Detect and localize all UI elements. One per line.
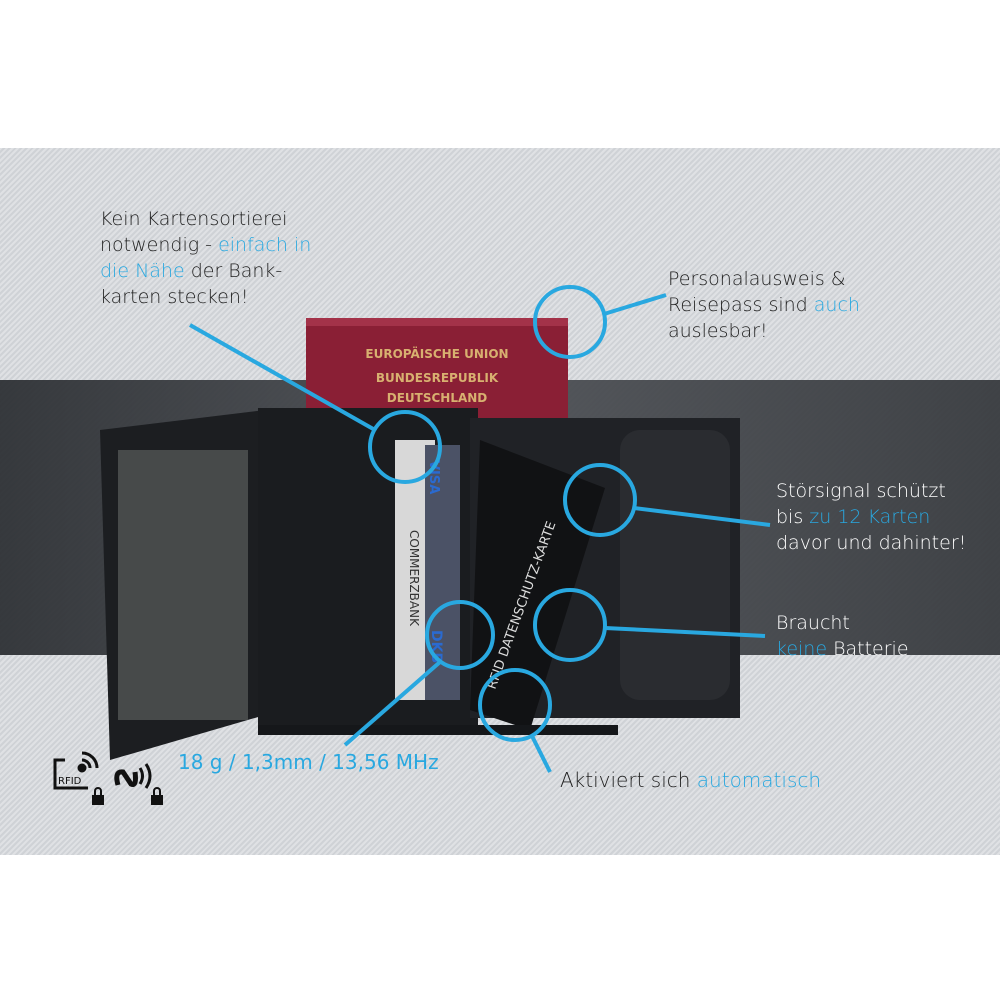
callout-line: davor und dahinter! [776, 532, 967, 554]
callout-text: bis [776, 506, 810, 528]
nfc-lock-icon [114, 763, 163, 805]
callout-line: Braucht [776, 612, 850, 634]
callout-battery: Braucht keine Batterie [776, 610, 909, 662]
callout-text: Batterie [827, 638, 909, 660]
passport-line1: EUROPÄISCHE UNION [365, 346, 508, 361]
callout-auto: Aktiviert sich automatisch [560, 767, 821, 793]
callout-markers [189, 285, 771, 773]
callout-line: Personalausweis & [668, 268, 846, 290]
wallet: COMMERZBANK VISA DKB RFID DATENSCHUTZ-KA… [100, 408, 740, 760]
callout-highlight: einfach in [218, 234, 312, 256]
callout-line: bis zu 12 Karten [776, 504, 966, 530]
callout-text: Reisepass sind [668, 294, 814, 316]
callout-line: Störsignal schützt [776, 480, 946, 502]
callout-highlight: auch [813, 294, 860, 316]
callout-line: auslesbar! [668, 320, 768, 342]
callout-line: notwendig - einfach in [100, 232, 311, 258]
callout-highlight: zu 12 Karten [809, 506, 931, 528]
visa-label: VISA [426, 460, 441, 494]
callout-text: Aktiviert sich [560, 768, 697, 792]
rfid-label: RFID [58, 776, 82, 787]
callout-text: der Bank- [184, 260, 283, 282]
callout-text: notwendig - [100, 234, 219, 256]
callout-line: Kein Kartensortierei [100, 208, 288, 230]
callout-sorting: Kein Kartensortierei notwendig - einfach… [100, 206, 311, 310]
callout-passport: Personalausweis & Reisepass sind auch au… [668, 266, 860, 344]
callout-line: keine Batterie [776, 636, 909, 662]
callout-line: die Nähe der Bank- [100, 258, 311, 284]
callout-jamming: Störsignal schützt bis zu 12 Karten davo… [776, 478, 966, 556]
specs-text: 18 g / 1,3mm / 13,56 MHz [178, 750, 439, 774]
callout-highlight: automatisch [696, 768, 822, 792]
callout-highlight: keine [776, 638, 828, 660]
callout-highlight: die Nähe [100, 260, 185, 282]
rfid-lock-icon [53, 751, 104, 805]
passport-line3: DEUTSCHLAND [387, 391, 488, 405]
callout-line: karten stecken! [100, 286, 249, 308]
passport-line2: BUNDESREPUBLIK [376, 371, 499, 385]
callout-line: Reisepass sind auch [668, 292, 860, 318]
bank-card-label: COMMERZBANK [407, 530, 421, 627]
